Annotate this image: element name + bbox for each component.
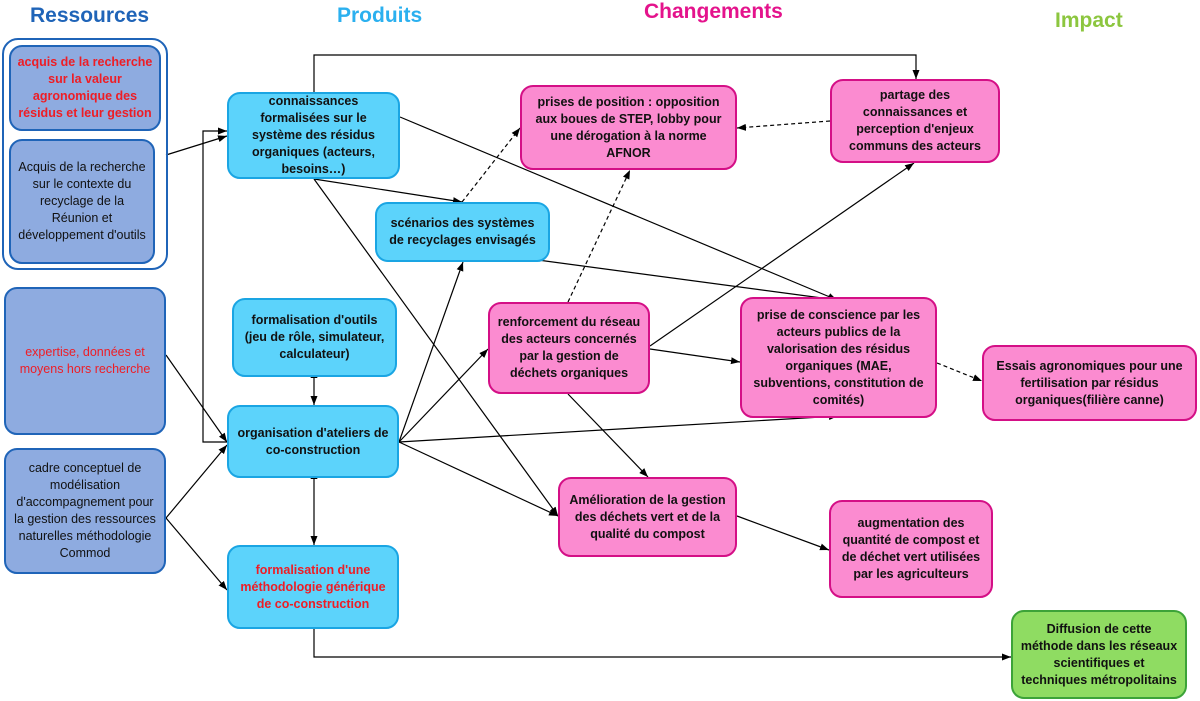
- edge-dashed-prise-conscience-to-essais: [936, 362, 983, 382]
- node-formalisation-outils: formalisation d'outils (jeu de rôle, sim…: [232, 298, 397, 377]
- column-header-changes: Changements: [644, 0, 783, 23]
- node-cadre-conceptuel-commod: cadre conceptuel de modélisation d'accom…: [4, 448, 166, 574]
- edge-dashed-renforcement-to-prises: [567, 169, 631, 303]
- node-connaissances-formalisees: connaissances formalisées sur le système…: [227, 92, 400, 179]
- edge-amelioration-to-augmentation: [736, 515, 830, 551]
- node-acquis-contexte-reunion: Acquis de la recherche sur le contexte d…: [9, 139, 155, 264]
- edge-ateliers-to-amelioration: [398, 441, 559, 517]
- edge-cadre-to-ateliers: [165, 444, 228, 519]
- edge-renforcement-to-amelioration: [567, 393, 649, 478]
- edge-expertise-to-ateliers: [165, 354, 228, 443]
- node-methodologie-generique: formalisation d'une méthodologie génériq…: [227, 545, 399, 629]
- edge-cadre-to-methodologie: [165, 517, 228, 591]
- column-header-resources: Ressources: [30, 4, 150, 27]
- edge-connaissances-to-prise-conscience: [399, 116, 838, 301]
- edge-renforcement-to-partage: [649, 162, 915, 347]
- edge-methodologie-to-diffusion: [313, 629, 1011, 661]
- edge-dashed-scenarios-to-prises: [461, 127, 521, 203]
- edge-resources-to-connaissances: [165, 135, 228, 156]
- resources-group-frame: [2, 38, 168, 270]
- node-augmentation-compost: augmentation des quantité de compost et …: [829, 500, 993, 598]
- node-amelioration-gestion: Amélioration de la gestion des déchets v…: [558, 477, 737, 557]
- node-prises-de-position: prises de position : opposition aux boue…: [520, 85, 737, 170]
- node-renforcement-reseau: renforcement du réseau des acteurs conce…: [488, 302, 650, 394]
- edge-connaissances-to-amelioration: [313, 178, 559, 517]
- edge-dashed-partage-to-prises: [736, 120, 831, 131]
- column-header-products: Produits: [337, 4, 423, 27]
- edge-ateliers-to-prise-conscience: [398, 413, 839, 443]
- edge-connaissances-to-partage: [313, 54, 920, 92]
- node-scenarios-recyclage: scénarios des systèmes de recyclages env…: [375, 202, 550, 262]
- edge-ateliers-to-renforcement: [398, 348, 489, 443]
- edge-bracket-to-connaissances: [202, 127, 227, 443]
- node-partage-connaissances: partage des connaissances et perception …: [830, 79, 1000, 163]
- node-ateliers-co-construction: organisation d'ateliers de co-constructi…: [227, 405, 399, 478]
- node-diffusion-methode: Diffusion de cette méthode dans les rése…: [1011, 610, 1187, 699]
- node-prise-de-conscience: prise de conscience par les acteurs publ…: [740, 297, 937, 418]
- edge-connaissances-to-scenarios: [313, 178, 463, 205]
- edge-renforcement-to-prise-conscience: [649, 348, 741, 365]
- node-acquis-valeur-agronomique: acquis de la recherche sur la valeur agr…: [9, 45, 161, 131]
- column-header-impact: Impact: [1055, 9, 1123, 32]
- node-expertise-hors-recherche: expertise, données et moyens hors recher…: [4, 287, 166, 435]
- edge-ateliers-to-scenarios: [398, 261, 464, 443]
- node-essais-agronomiques: Essais agronomiques pour une fertilisati…: [982, 345, 1197, 421]
